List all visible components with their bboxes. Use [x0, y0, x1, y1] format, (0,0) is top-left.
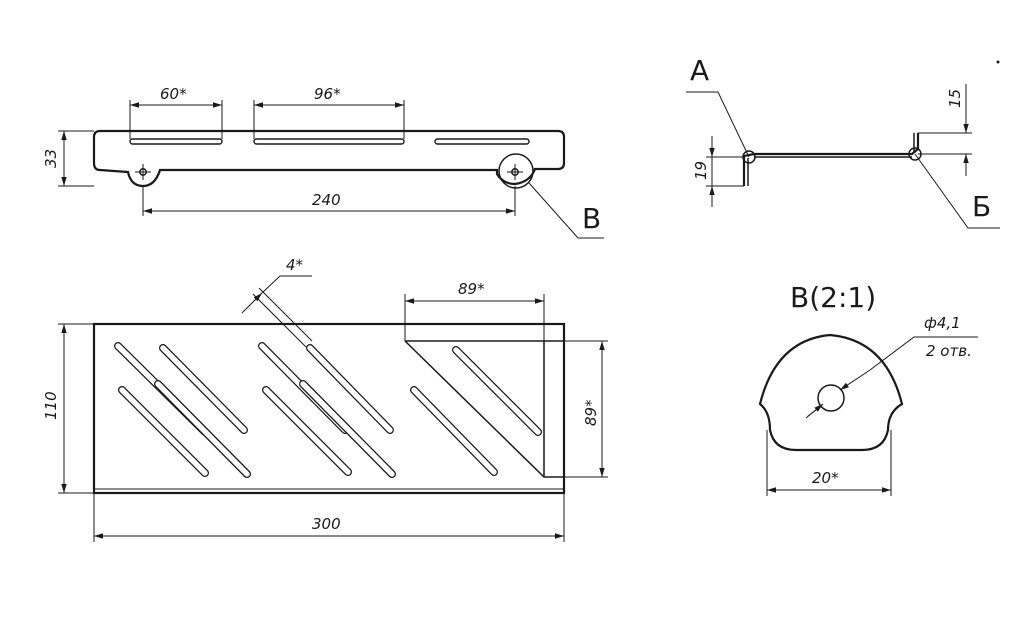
slot-group-2 — [258, 342, 396, 478]
detail-leader-b — [528, 182, 604, 239]
detail-circle-b — [498, 153, 534, 189]
detail-outline — [758, 333, 904, 452]
dim-300: 300 — [312, 515, 341, 533]
dim-hole-count: 2 отв. — [926, 342, 972, 360]
dim-96: 96* — [314, 85, 341, 103]
detail-hole — [817, 384, 845, 412]
dim-15: 15 — [946, 89, 964, 108]
leader-b — [914, 153, 1000, 229]
dim-89-top: 89* — [458, 280, 485, 298]
detail-view: В(2:1) ф4,1 2 отв. 20* — [758, 281, 978, 496]
dim-33: 33 — [42, 149, 60, 168]
dim-240: 240 — [312, 191, 341, 209]
front-view-outline — [92, 129, 566, 188]
plan-view: 4* 89* 110 89* 300 — [42, 256, 608, 542]
side-view: А Б 19 15 — [686, 54, 1000, 229]
dim-hole-dia: ф4,1 — [924, 314, 961, 332]
detail-ref-label: В — [582, 202, 601, 235]
side-profile — [742, 133, 920, 186]
dim-60: 60* — [160, 85, 187, 103]
front-slot-3 — [434, 138, 530, 145]
dim-19: 19 — [692, 161, 710, 180]
leader-a — [686, 91, 750, 158]
plan-outline — [92, 322, 566, 495]
label-a: А — [690, 54, 709, 87]
slot-group-1 — [114, 342, 251, 478]
dim-20: 20* — [812, 469, 839, 487]
dim-110: 110 — [42, 391, 60, 420]
label-b: Б — [972, 190, 991, 223]
detail-title: В(2:1) — [790, 281, 876, 314]
dim-89-right: 89* — [582, 399, 600, 426]
stray-mark — [996, 60, 1000, 64]
hole-leader — [869, 336, 978, 371]
front-view: В 60* 96* 33 240 — [42, 85, 604, 239]
slot-group-3 — [410, 346, 542, 476]
dim-4: 4* — [286, 256, 304, 274]
front-slot-2 — [253, 138, 405, 145]
front-slot-1 — [129, 138, 223, 145]
